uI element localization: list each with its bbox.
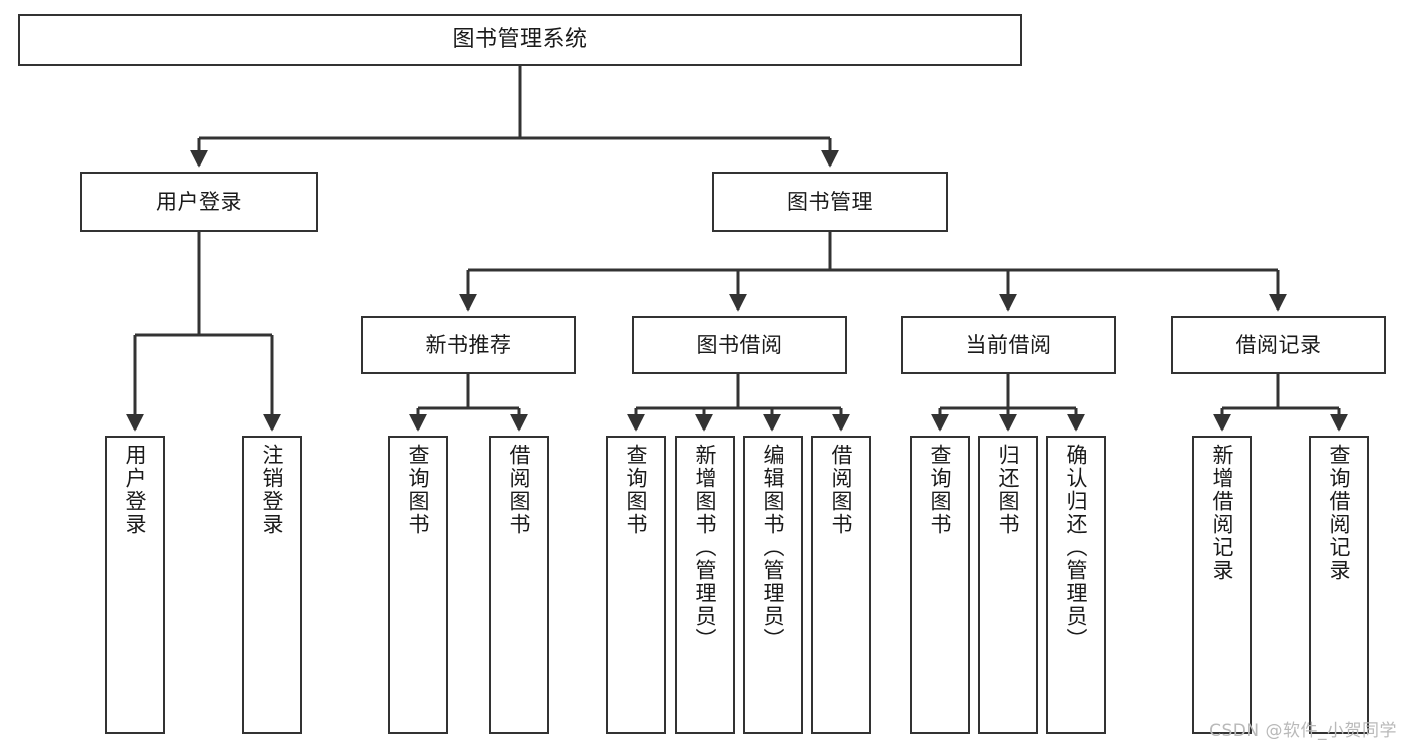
node-leaf-logout[interactable]: 注销登录	[242, 436, 302, 734]
node-leaf-bb-add-book-admin[interactable]: 新增图书（管理员）	[675, 436, 735, 734]
node-label: 用户登录	[156, 189, 242, 214]
node-new-book-recommendation[interactable]: 新书推荐	[361, 316, 576, 374]
node-leaf-nb-query-book[interactable]: 查询图书	[388, 436, 448, 734]
node-leaf-cb-query-book[interactable]: 查询图书	[910, 436, 970, 734]
node-label: 借阅记录	[1235, 332, 1322, 357]
node-leaf-br-query-record[interactable]: 查询借阅记录	[1309, 436, 1369, 734]
node-leaf-bb-query-book[interactable]: 查询图书	[606, 436, 666, 734]
node-leaf-bb-borrow-book[interactable]: 借阅图书	[811, 436, 871, 734]
node-label: 新书推荐	[425, 332, 512, 357]
node-label: 用户登录	[123, 444, 148, 536]
node-current-borrowing[interactable]: 当前借阅	[901, 316, 1116, 374]
node-label: 查询借阅记录	[1327, 444, 1352, 582]
node-label: 借阅图书	[507, 444, 532, 536]
node-label: 注销登录	[260, 444, 285, 536]
node-label: 新增借阅记录	[1210, 444, 1235, 582]
node-label: 确认归还（管理员）	[1064, 444, 1089, 651]
node-label: 图书管理系统	[452, 27, 588, 53]
node-label: 借阅图书	[829, 444, 854, 536]
node-root-book-management-system[interactable]: 图书管理系统	[18, 14, 1022, 66]
node-user-login[interactable]: 用户登录	[80, 172, 318, 232]
node-label: 当前借阅	[965, 332, 1052, 357]
node-leaf-br-add-record[interactable]: 新增借阅记录	[1192, 436, 1252, 734]
csdn-watermark: CSDN @软件_小贺同学	[1209, 721, 1397, 741]
node-leaf-cb-confirm-return-admin[interactable]: 确认归还（管理员）	[1046, 436, 1106, 734]
node-leaf-cb-return-book[interactable]: 归还图书	[978, 436, 1038, 734]
node-leaf-nb-borrow-book[interactable]: 借阅图书	[489, 436, 549, 734]
node-leaf-bb-edit-book-admin[interactable]: 编辑图书（管理员）	[743, 436, 803, 734]
node-label: 编辑图书（管理员）	[761, 444, 786, 651]
node-book-borrowing[interactable]: 图书借阅	[632, 316, 847, 374]
node-label: 新增图书（管理员）	[693, 444, 718, 651]
node-borrowing-records[interactable]: 借阅记录	[1171, 316, 1386, 374]
node-label: 归还图书	[996, 444, 1021, 536]
node-label: 图书借阅	[696, 332, 783, 357]
node-label: 查询图书	[406, 444, 431, 536]
node-label: 查询图书	[624, 444, 649, 536]
node-book-management[interactable]: 图书管理	[712, 172, 948, 232]
node-label: 图书管理	[787, 189, 873, 214]
node-leaf-user-login[interactable]: 用户登录	[105, 436, 165, 734]
node-label: 查询图书	[928, 444, 953, 536]
